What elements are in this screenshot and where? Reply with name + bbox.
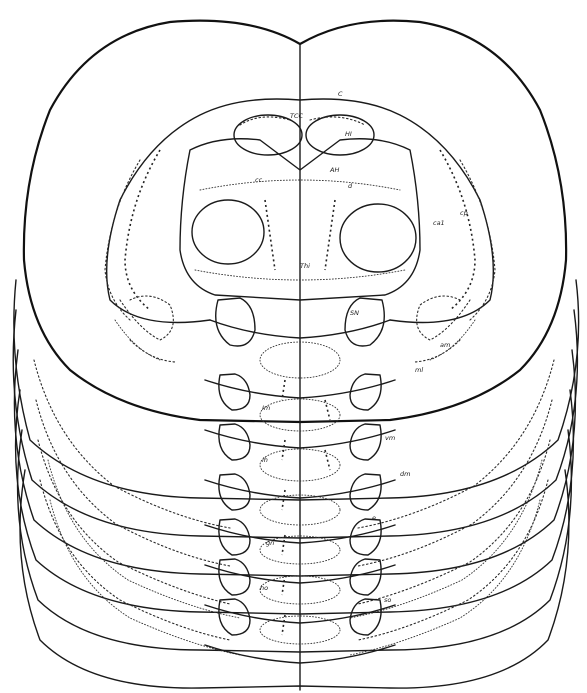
label-gn: gn [266, 539, 274, 547]
label-vm: vm [385, 434, 395, 442]
stacked-section-layers [13, 280, 578, 688]
hemisphere-outline [24, 21, 566, 422]
label-im: Im [262, 404, 270, 412]
label-cp: cp [460, 209, 468, 217]
label-d: d [348, 182, 353, 190]
dorsal-left [234, 115, 302, 155]
label-c: C [338, 90, 343, 98]
nucleus-right [340, 204, 416, 272]
layer-outline-7 [18, 430, 572, 652]
label-e: e [372, 514, 376, 522]
label-sn: SN [350, 309, 359, 317]
label-ml: ml [415, 366, 423, 374]
front-section [24, 21, 566, 690]
label-ho: ho [260, 584, 268, 592]
layer-outline-8 [20, 470, 569, 688]
label-tcc: TCC [290, 112, 304, 120]
label-cc: cc [255, 176, 263, 184]
label-am: am [440, 341, 450, 349]
dorsal-right [306, 115, 374, 155]
label-ca1: ca1 [433, 219, 445, 227]
label-so: so [384, 596, 391, 604]
label-hi: HI [345, 130, 352, 138]
central-structures [115, 115, 475, 663]
nucleus-left [192, 200, 264, 264]
labels: TCC C HI AH cc Thi d SN ca1 cp ml am vm … [255, 90, 468, 604]
side-loops [115, 296, 475, 362]
label-thi: Thi [300, 262, 310, 270]
label-dm: dm [400, 470, 410, 478]
layer-outline-4 [13, 310, 577, 538]
label-ah: AH [329, 166, 339, 174]
cortical-layer-dots [34, 360, 554, 655]
layer-outline-6 [16, 390, 574, 614]
label-ih: ih [262, 456, 268, 464]
